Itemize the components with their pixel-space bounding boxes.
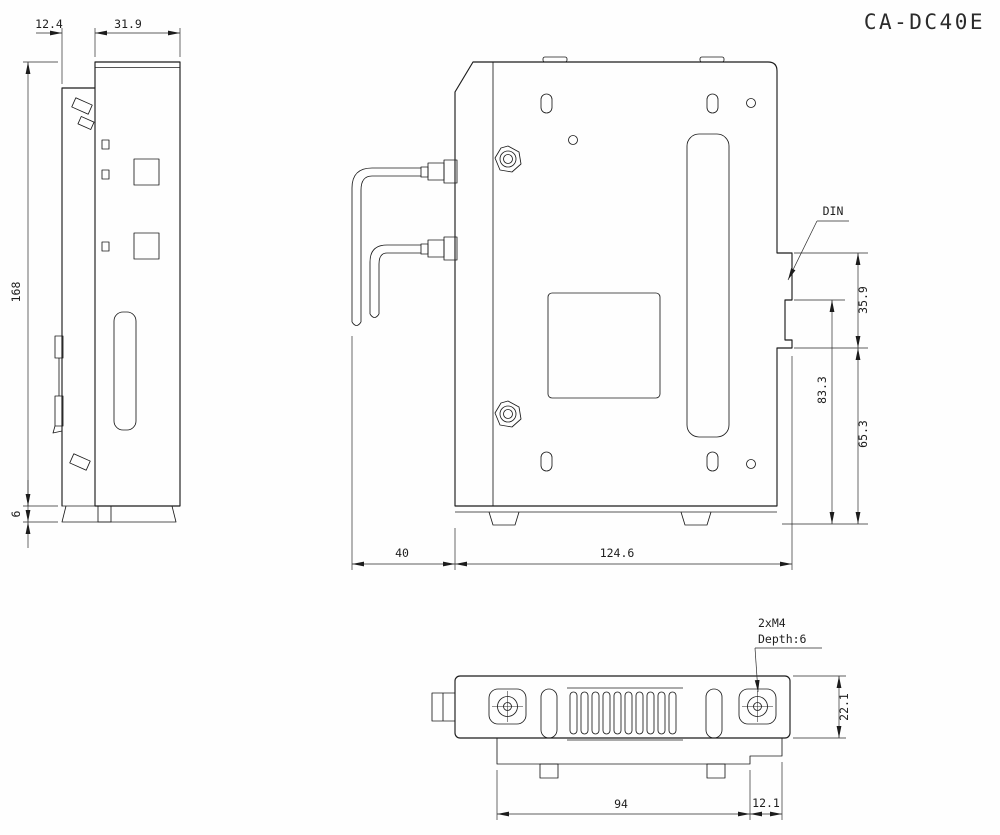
front-dim-widths: 40 124.6 xyxy=(351,336,793,570)
bottom-body-outline xyxy=(454,675,791,739)
dim-22-1: 22.1 xyxy=(837,693,851,721)
side-dim-height: 168 xyxy=(9,61,58,523)
din-callout: DIN xyxy=(787,204,849,281)
bottom-dim-depth: 22.1 xyxy=(793,675,851,739)
front-screw-boss-top xyxy=(494,145,522,173)
dim-6: 6 xyxy=(9,510,23,517)
dim-12-1: 12.1 xyxy=(752,796,780,810)
dim-83-3: 83.3 xyxy=(815,376,829,404)
front-center-opening xyxy=(547,292,661,399)
front-top-bump-left xyxy=(542,56,568,63)
bottom-view: 2xM4 Depth:6 22.1 94 12.1 xyxy=(431,616,851,820)
dim-124-6: 124.6 xyxy=(600,546,635,560)
dim-12-4: 12.4 xyxy=(35,17,63,31)
dim-94: 94 xyxy=(614,797,628,811)
bottom-dim-widths: 94 12.1 xyxy=(496,762,783,820)
side-connector-blocks xyxy=(133,158,160,260)
drawing-title: CA-DC40E xyxy=(864,10,985,34)
front-view: 40 124.6 DIN 35.9 65.3 83.3 xyxy=(351,56,870,570)
front-screw-boss-bottom xyxy=(494,400,522,428)
screw-callout: 2xM4 Depth:6 xyxy=(754,616,822,693)
dim-31-9: 31.9 xyxy=(114,17,142,31)
front-feet xyxy=(455,511,777,526)
screw-depth-label: Depth:6 xyxy=(758,632,807,646)
side-bottom-tab xyxy=(69,453,91,471)
front-oval-slots xyxy=(540,93,719,472)
din-label: DIN xyxy=(823,204,844,218)
bottom-posts xyxy=(540,688,723,739)
front-body-outline xyxy=(454,61,793,507)
upper-cable-assembly xyxy=(351,159,458,326)
dim-40: 40 xyxy=(395,546,409,560)
screw-label: 2xM4 xyxy=(758,616,786,630)
dim-65-3: 65.3 xyxy=(856,420,870,448)
side-top-tabs xyxy=(71,97,95,130)
side-left-body xyxy=(61,87,96,507)
lower-cable-assembly xyxy=(369,236,458,318)
bottom-rail-band xyxy=(496,738,783,779)
side-led-windows xyxy=(101,139,110,252)
side-dim-foot: 6 xyxy=(9,480,58,548)
side-din-clip xyxy=(52,335,64,434)
side-label-slot xyxy=(113,311,137,431)
dim-35-9: 35.9 xyxy=(856,286,870,314)
side-view: 12.4 31.9 168 6 xyxy=(9,17,181,548)
front-dim-right: 35.9 65.3 83.3 xyxy=(782,252,870,525)
side-body-outline xyxy=(94,61,181,507)
bottom-boss-left xyxy=(488,688,527,725)
side-foot xyxy=(61,505,180,523)
bottom-boss-right xyxy=(738,688,777,725)
side-dim-top: 12.4 31.9 xyxy=(35,17,181,84)
front-top-bump-right xyxy=(699,56,725,63)
front-small-holes xyxy=(568,98,756,469)
front-right-opening xyxy=(686,133,730,438)
bottom-connector-stub xyxy=(431,692,456,722)
bottom-vent-grill xyxy=(567,687,683,741)
dim-168: 168 xyxy=(9,282,23,303)
